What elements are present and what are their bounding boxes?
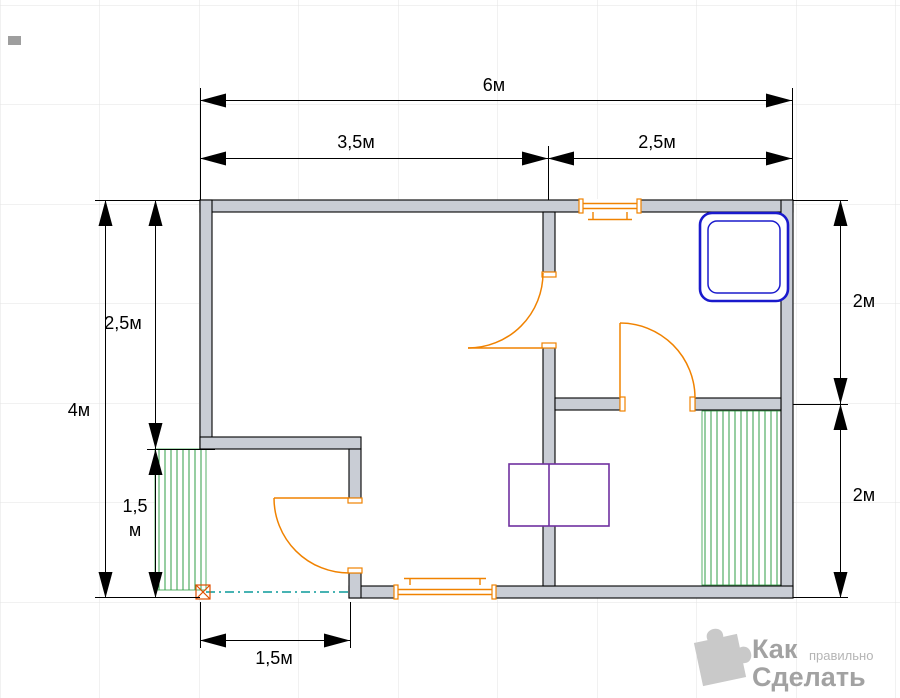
dim-label-height-lower-left-unit: м <box>129 520 141 540</box>
deck-right-room <box>701 410 782 586</box>
puzzle-icon <box>693 628 752 687</box>
watermark-word3: Сделать <box>752 662 866 692</box>
dim-split-width: 3,5м 2,5м <box>200 132 792 166</box>
shower-tray <box>698 211 790 303</box>
dim-label-total-height: 4м <box>68 400 90 420</box>
dim-label-total-width: 6м <box>483 75 505 95</box>
door-hall <box>467 271 557 349</box>
stove <box>508 463 610 527</box>
deck-porch <box>154 448 207 591</box>
dim-label-height-lower-left-value: 1,5 <box>122 496 147 516</box>
watermark-word1: Как <box>752 634 798 664</box>
dim-label-height-right-lower: 2м <box>853 485 875 505</box>
wall-step <box>199 436 362 450</box>
dim-label-width-right: 2,5м <box>638 132 675 152</box>
window-top <box>578 198 642 221</box>
dim-label-width-left: 3,5м <box>337 132 374 152</box>
dim-label-height-right-upper: 2м <box>853 291 875 311</box>
dim-left-split-height: 2,5м 1,5 м <box>104 200 163 598</box>
canvas-mark <box>8 36 21 45</box>
dim-label-porch-width: 1,5м <box>255 648 292 668</box>
wall-interior-vertical-upper <box>542 211 556 273</box>
door-right-room <box>619 322 696 412</box>
window-bottom <box>393 577 497 600</box>
dimension-extension-lines <box>95 88 848 648</box>
wall-porch-upper <box>348 448 362 499</box>
dim-total-width: 6м <box>200 75 792 108</box>
dim-total-height: 4м <box>68 200 113 598</box>
wall-left <box>199 199 213 450</box>
dim-porch-width: 1,5м <box>200 633 350 668</box>
wall-top <box>199 199 794 213</box>
corner-marker <box>195 584 211 600</box>
wall-porch-lower <box>348 572 362 599</box>
dim-right-split-height: 2м 2м <box>833 200 875 598</box>
door-entrance <box>273 497 363 574</box>
wall-interior-horizontal-left <box>554 397 621 411</box>
watermark-word2: правильно <box>809 648 873 663</box>
watermark: Как правильно Сделать <box>693 628 873 692</box>
wall-interior-horizontal-right <box>694 397 782 411</box>
dim-label-height-upper-left: 2,5м <box>104 313 141 333</box>
